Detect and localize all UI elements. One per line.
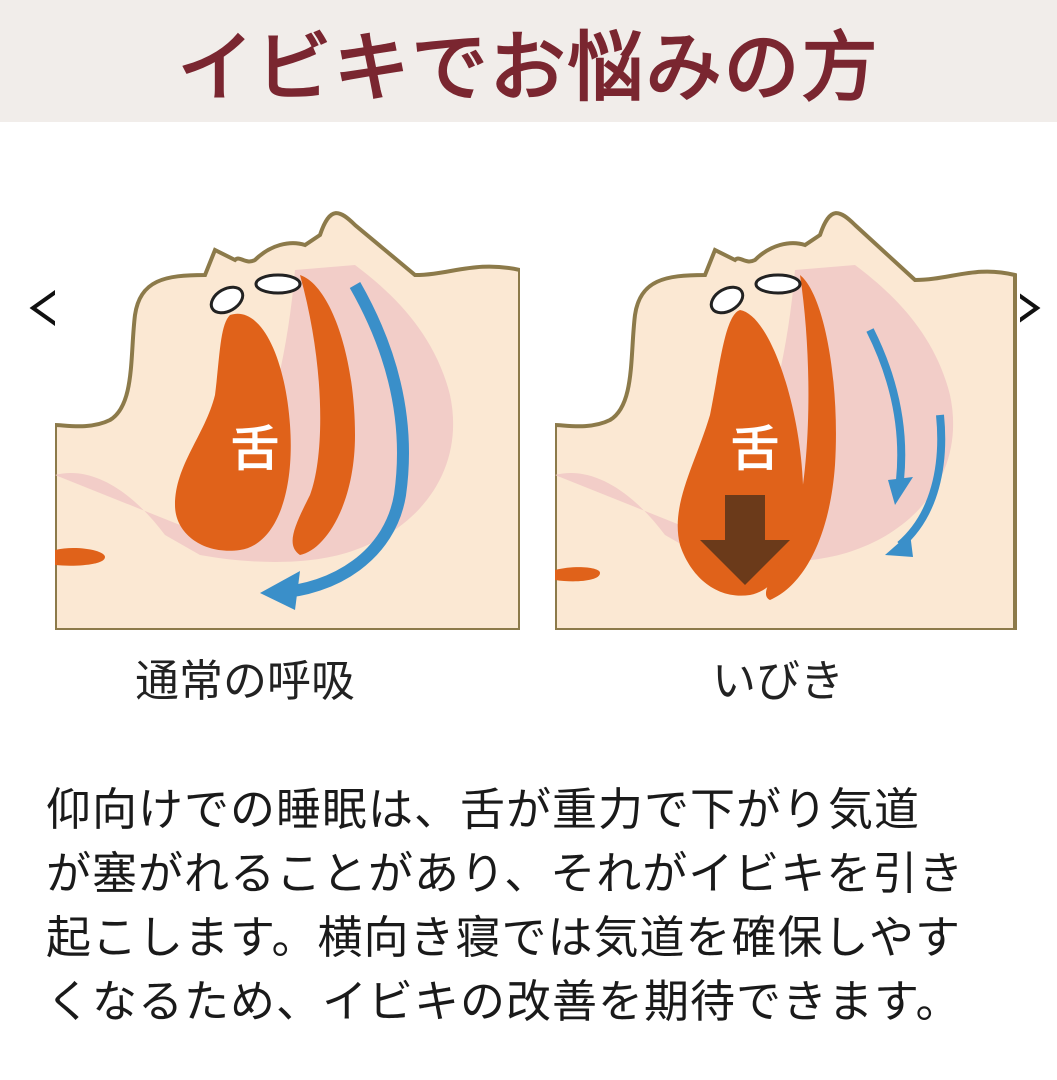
description-text: 仰向けでの睡眠は、舌が重力で下がり気道 が塞がれることがあり、それがイビキを引き… [46, 778, 1036, 1034]
snoring-illustration: 舌 [555, 205, 1020, 630]
page-title: イビキでお悩みの方 [177, 23, 880, 112]
header-banner: イビキでお悩みの方 [0, 0, 1057, 122]
carousel-prev-button[interactable] [25, 283, 65, 333]
tongue-label: 舌 [731, 421, 779, 477]
description-line: 仰向けでの睡眠は、舌が重力で下がり気道 [46, 783, 921, 836]
description-line: が塞がれることがあり、それがイビキを引き [46, 847, 965, 900]
caption-snoring: いびき [712, 656, 844, 707]
description-line: くなるため、イビキの改善を期待できます。 [46, 975, 962, 1028]
carousel-next-button[interactable] [1005, 283, 1045, 333]
tongue-label: 舌 [231, 421, 279, 477]
chevron-left-icon [29, 289, 59, 327]
description-line: 起こします。横向き寝では気道を確保しやす [46, 911, 962, 964]
caption-normal-breathing: 通常の呼吸 [135, 656, 355, 707]
chevron-right-icon [1011, 289, 1041, 327]
normal-breathing-illustration: 舌 [55, 205, 520, 630]
